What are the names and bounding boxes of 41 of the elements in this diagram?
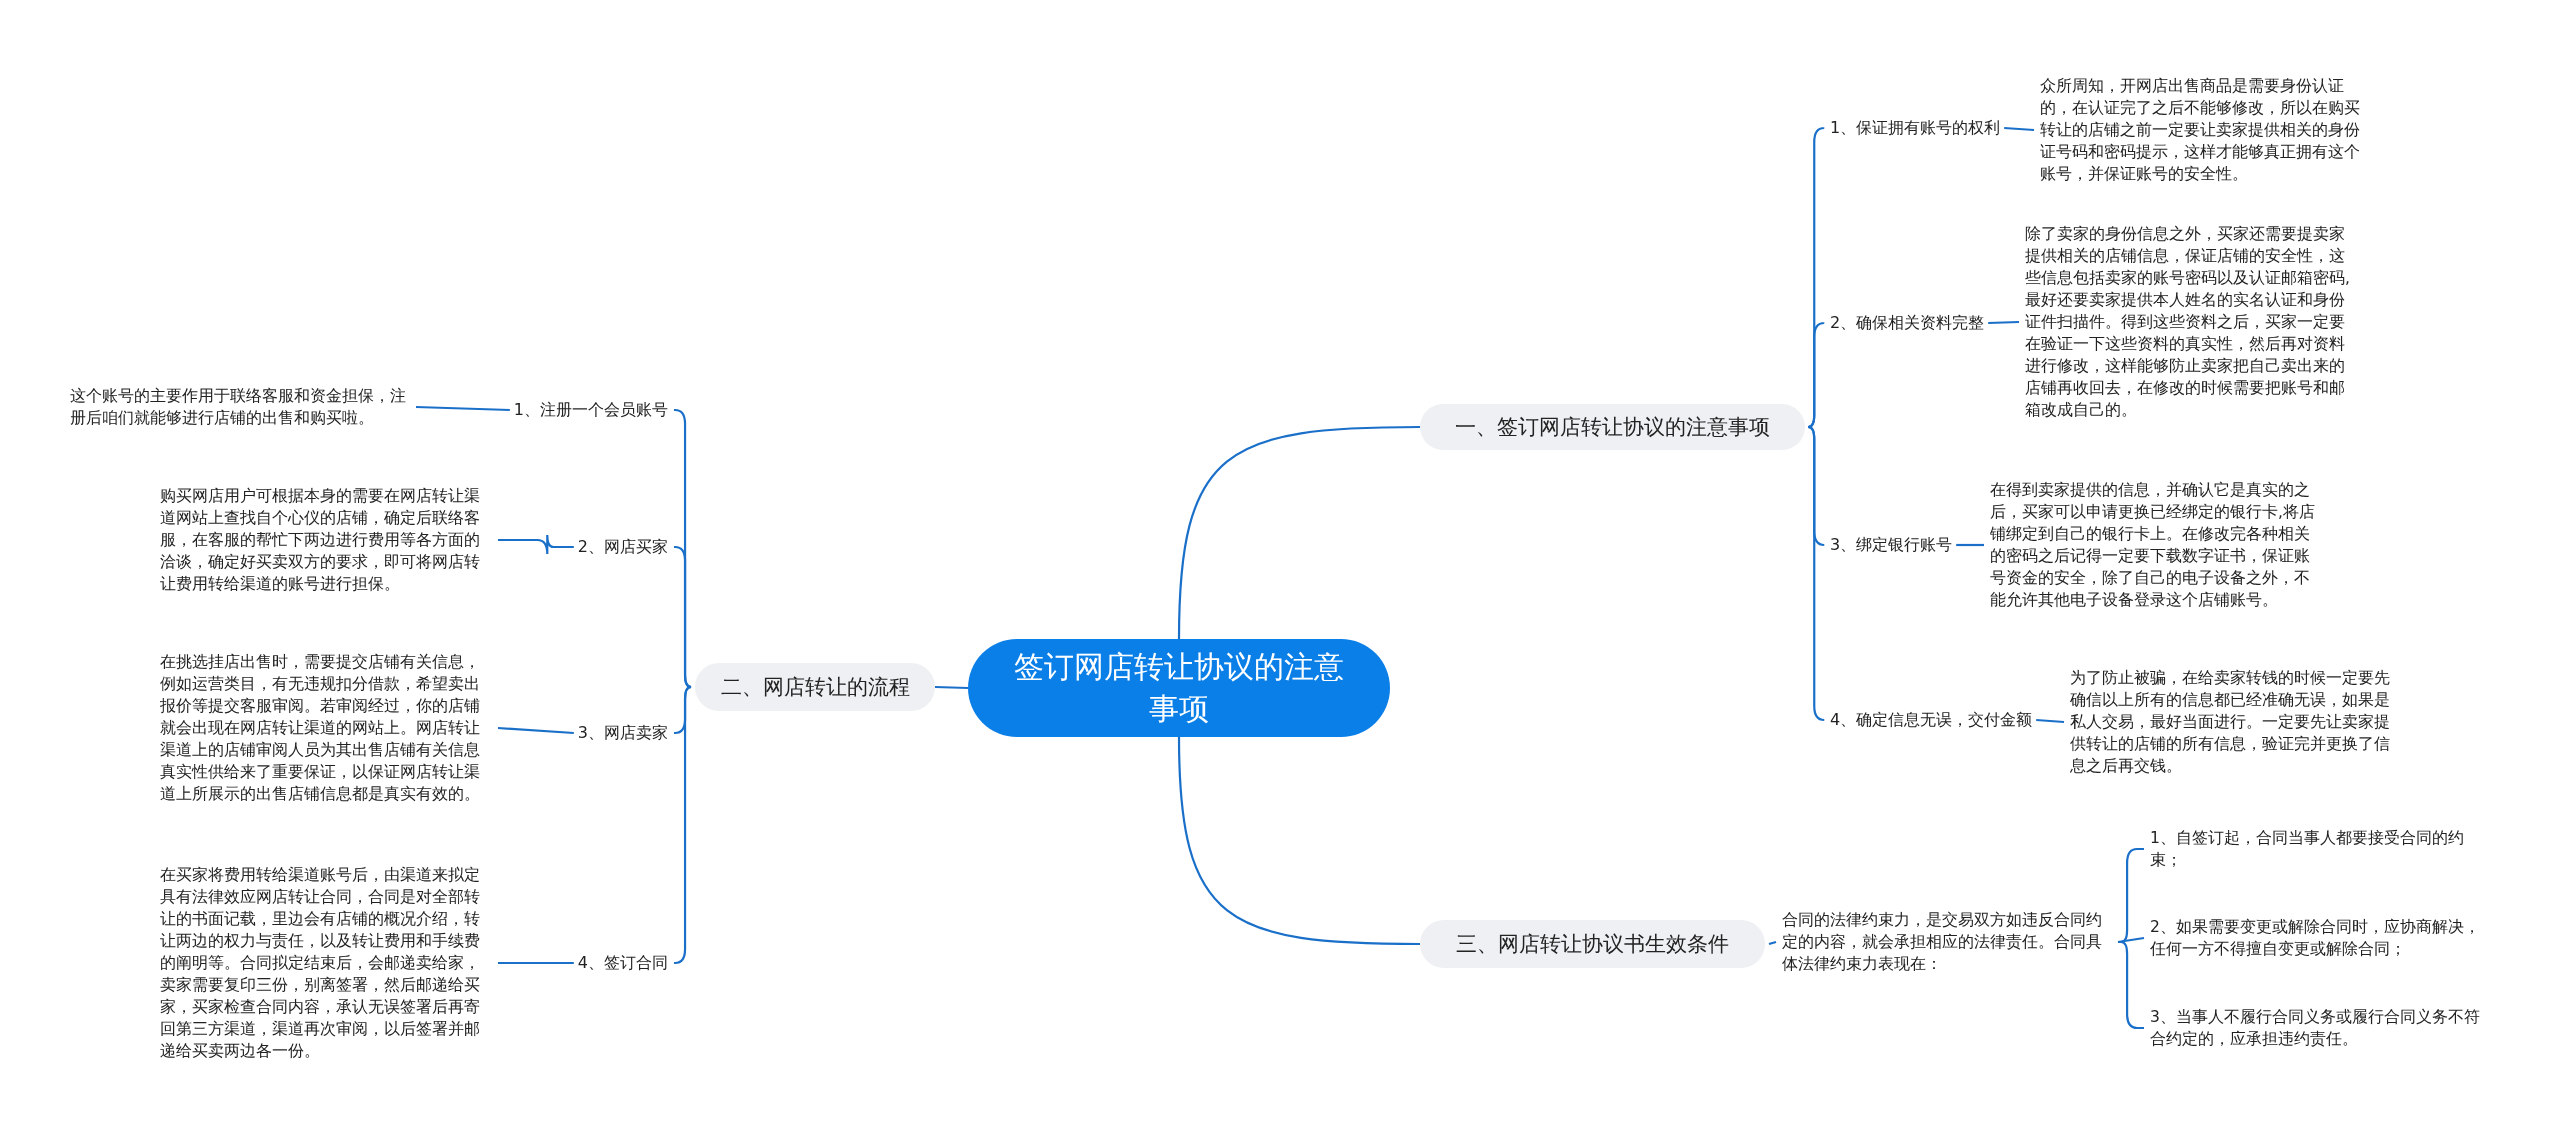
connector-line	[1177, 736, 1420, 946]
detail-text: 为了防止被骗，在给卖家转钱的时候一定要先确信以上所有的信息都已经准确无误，如果是私人交易，最好当面进行。一定要先让卖家提供转让的店铺的所有信息，验证完并更换了信息之后再交钱。	[2070, 667, 2400, 777]
detail-text: 众所周知，开网店出售商品是需要身份认证的，在认证完了之后不能够修改，所以在购买转让的店铺之前一定要让卖家提供相关的身份证号码和密码提示，这样才能够真正拥有这个账号，并保证账号的安全性。	[2040, 75, 2370, 185]
connector-line	[1807, 425, 1826, 722]
connector-line	[1988, 320, 2020, 325]
subtopic-label: 4、签订合同	[577, 952, 668, 974]
branch-topic: 三、网店转让协议书生效条件	[1420, 920, 1765, 968]
subtopic-label: 2、网店买家	[577, 536, 668, 558]
connector-line	[1956, 543, 1984, 547]
detail-text: 合同的法律约束力，是交易双方如违反合同约定的内容，就会承担相应的法律责任。合同具体法律约束力表现在：	[1782, 909, 2114, 975]
connector-line	[1807, 321, 1826, 429]
connector-line	[2117, 936, 2145, 944]
subtopic-label: 4、确定信息无误，交付金额	[1830, 709, 2033, 731]
connector-line	[673, 685, 693, 965]
detail-text: 在买家将费用转给渠道账号后，由渠道来拟定具有法律效应网店转让合同，合同是对全部转让的书面记载，里边会有店铺的概况介绍，转让两边的权力与责任，以及转让费用和手续费的阐明等。合同拟定结束后，会邮递卖给家，卖家需要复印三份，别离签署，然后邮递给买家，买家检查合同内容，承认无误签署后再寄回第三方渠道，渠道再次审阅，以后签署并邮递给买卖两边各一份。	[160, 864, 492, 1062]
connector-line	[1177, 425, 1420, 640]
branch-topic: 二、网店转让的流程	[695, 663, 935, 711]
connector-line	[1768, 940, 1777, 946]
connector-line	[673, 545, 693, 689]
detail-text: 购买网店用户可根据本身的需要在网店转让渠道网站上查找自个心仪的店铺，确定后联络客服，在客服的帮忙下两边进行费用等各方面的洽谈，确定好买卖双方的要求，即可将网店转让费用转给渠道的账号进行担保。	[160, 485, 492, 595]
subtopic-label: 3、绑定银行账号	[1830, 534, 1953, 556]
detail-text: 1、自签订起，合同当事人都要接受合同的约束；	[2150, 827, 2482, 871]
connector-line	[498, 961, 574, 965]
central-topic: 签订网店转让协议的注意事项	[968, 639, 1390, 737]
subtopic-label: 1、保证拥有账号的权利	[1830, 117, 2001, 139]
connector-line	[2036, 718, 2065, 724]
connector-line	[934, 685, 969, 690]
detail-text: 这个账号的主要作用于联络客服和资金担保，注册后咱们就能够进行店铺的出售和购买啦。	[70, 385, 410, 429]
subtopic-label: 3、网店卖家	[577, 722, 668, 744]
detail-text: 3、当事人不履行合同义务或履行合同义务不符合约定的，应承担违约责任。	[2150, 1006, 2482, 1050]
connector-line	[497, 726, 574, 735]
subtopic-label: 1、注册一个会员账号	[513, 399, 668, 421]
connector-line	[498, 533, 574, 556]
detail-text: 除了卖家的身份信息之外，买家还需要提卖家提供相关的店铺信息，保证店铺的安全性，这些信息包括卖家的账号密码以及认证邮箱密码,最好还要卖家提供本人姓名的实名认证和身份证件扫描件。得到这些资料之后，买家一定要在验证一下这些资料的真实性，然后再对资料进行修改，这样能够防止卖家把自己卖出来的店铺再收回去，在修改的时候需要把账号和邮箱改成自己的。	[2025, 223, 2355, 421]
subtopic-label: 2、确保相关资料完整	[1830, 312, 1985, 334]
branch-topic: 一、签订网店转让协议的注意事项	[1420, 404, 1805, 450]
detail-text: 在挑选挂店出售时，需要提交店铺有关信息，例如运营类目，有无违规扣分借款，希望卖出报价等提交客服审阅。若审阅经过，你的店铺就会出现在网店转让渠道的网站上。网店转让渠道上的店铺审阅人员为其出售店铺有关信息真实性供给来了重要保证，以保证网店转让渠道上所展示的出售店铺信息都是真实有效的。	[160, 651, 492, 805]
detail-text: 2、如果需要变更或解除合同时，应协商解决，任何一方不得擅自变更或解除合同；	[2150, 916, 2482, 960]
detail-text: 在得到卖家提供的信息，并确认它是真实的之后，买家可以申请更换已经绑定的银行卡,将店铺绑定到自己的银行卡上。在修改完各种相关的密码之后记得一定要下载数字证书，保证账号资金的安全，除了自己的电子设备之外，不能允许其他电子设备登录这个店铺账号。	[1990, 479, 2320, 611]
connector-line	[415, 405, 510, 412]
connector-line	[2004, 126, 2035, 132]
